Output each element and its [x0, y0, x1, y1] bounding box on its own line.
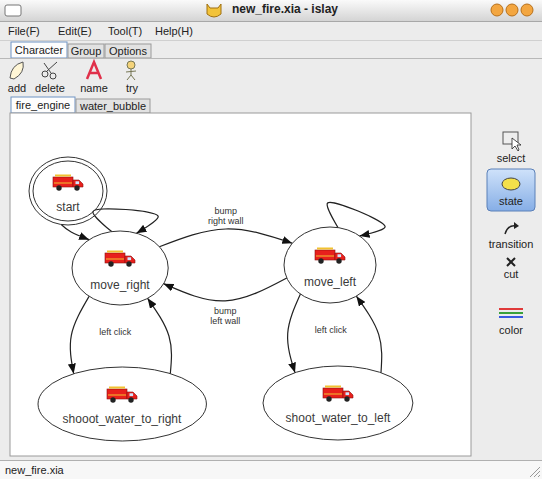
transition-label: left click [314, 326, 348, 336]
window-buttons [491, 4, 533, 16]
ui-label: new_fire.xia [5, 464, 64, 477]
ui-label: Help(H) [155, 25, 193, 38]
ui-label: fire_engine [16, 99, 70, 112]
app-icon [207, 4, 221, 17]
title-bar [0, 0, 542, 21]
toolbar-icons [10, 61, 136, 80]
transition-label: left click [98, 328, 132, 338]
state-outline [262, 365, 414, 441]
status-bar [0, 460, 542, 479]
ui-label: File(F) [8, 25, 40, 38]
ui-label: try [126, 82, 138, 95]
ui-label: cut [504, 268, 519, 281]
tabs [0, 42, 542, 59]
transition-label: bump left wall [207, 307, 243, 327]
transition-arrow [288, 294, 301, 373]
ui-label: delete [35, 82, 65, 95]
ui-label: Edit(E) [58, 25, 92, 38]
state-name: move_right [90, 279, 149, 293]
ui-label: Character [15, 44, 63, 57]
transition-arrow [327, 202, 385, 235]
canvas [10, 113, 471, 456]
transition-arrow [356, 296, 381, 373]
state-outline [28, 156, 108, 226]
state-outline [283, 226, 377, 304]
transition-arrow [93, 209, 158, 233]
ui-label: add [8, 82, 26, 95]
ui-label: Group [71, 45, 102, 58]
state-node: shoot_water_to_left [262, 365, 414, 441]
state-outline [71, 230, 169, 306]
state-outline [37, 366, 207, 442]
state-node: move_left [283, 226, 377, 304]
state-name: start [56, 201, 79, 215]
transition-arrow [164, 278, 287, 301]
menu-rule [0, 40, 542, 41]
state-name: shooot_water_to_right [63, 413, 182, 427]
ui-label: color [499, 324, 523, 337]
transition-label: bump right wall [206, 207, 246, 227]
state-name: shoot_water_to_left [286, 412, 391, 426]
transition-arrow [61, 224, 89, 239]
state-node: start [28, 156, 108, 226]
tool-palette [487, 132, 535, 317]
transition-arrow [148, 298, 172, 373]
transition-arrow [159, 229, 292, 247]
title-rule [0, 21, 542, 22]
window-menu-button [5, 5, 21, 16]
sub-tabs [11, 97, 150, 113]
state-node: shooot_water_to_right [37, 366, 207, 442]
ui-label: new_fire.xia - islay [232, 3, 338, 17]
ui-label: transition [489, 238, 534, 251]
ui-label: state [499, 195, 523, 208]
transition-arrow [70, 296, 89, 373]
ui-label: water_bubble [80, 100, 146, 113]
ui-label: Tool(T) [108, 25, 142, 38]
ui-label: name [80, 82, 108, 95]
state-node: move_right [71, 230, 169, 306]
ui-label: select [497, 152, 526, 165]
state-name: move_left [304, 276, 356, 290]
ui-label: Options [109, 45, 147, 58]
